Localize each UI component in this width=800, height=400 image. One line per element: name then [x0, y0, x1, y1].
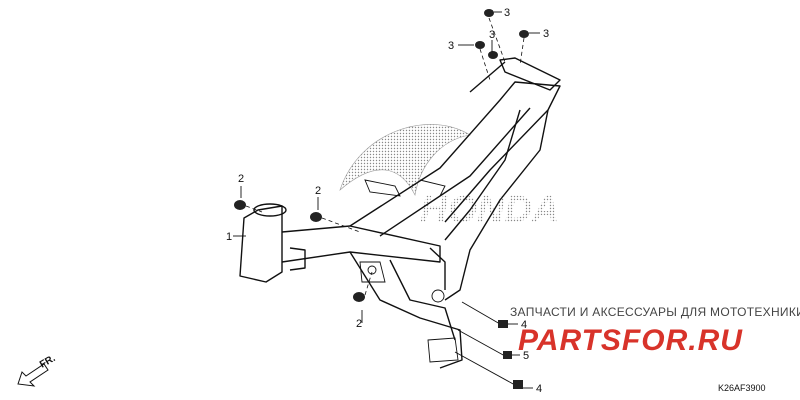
bolt-4b-shaft: [454, 351, 516, 386]
watermark-logo: PARTSFOR.RU: [518, 324, 743, 357]
bolt-4a-shaft: [461, 301, 501, 325]
callout-2: 2: [315, 185, 321, 197]
head-pipe: [239, 205, 283, 283]
callout-3: 3: [543, 28, 549, 40]
callout-5: 5: [523, 350, 529, 362]
engine-hanger: [389, 259, 456, 341]
nut-3a: [484, 9, 494, 17]
watermark-tagline: ЗАПЧАСТИ И АКСЕССУАРЫ ДЛЯ МОТОТЕХНИКИ: [510, 305, 800, 319]
site-watermark: ЗАПЧАСТИ И АКСЕССУАРЫ ДЛЯ МОТОТЕХНИКИ PA…: [510, 305, 800, 357]
nut-2a: [234, 200, 246, 210]
callout-3: 3: [504, 7, 510, 19]
bolts: [454, 301, 523, 389]
callout-4: 4: [536, 383, 542, 395]
main-spine: [349, 81, 561, 227]
rear-stay-inner: [444, 109, 521, 241]
callout-3: 3: [489, 29, 495, 41]
pivot-plate: [429, 247, 446, 290]
spine-inner: [379, 107, 531, 237]
bolt-5-head: [503, 351, 512, 359]
callout-1: 1: [226, 231, 232, 243]
mount-hole: [367, 265, 377, 275]
callouts: 1 2 2 2 3 3 3 3 4 4 5: [226, 7, 549, 395]
rear-subframe-top: [499, 57, 561, 91]
nut-3b: [475, 41, 485, 49]
rear-rail-left: [469, 61, 506, 93]
gusset: [289, 247, 306, 271]
nut-3c: [488, 51, 498, 59]
bolt-4b-head: [513, 380, 523, 389]
frame-body: [239, 57, 561, 369]
nut-3d: [519, 30, 529, 38]
brand-watermark: HONDA: [339, 124, 559, 231]
lower-cradle: [349, 251, 463, 369]
nuts: [234, 9, 529, 302]
bolt-5-shaft: [457, 329, 506, 357]
down-tube: [281, 225, 441, 263]
seat-stay: [444, 109, 549, 301]
callout-2: 2: [356, 318, 362, 330]
nut-2c: [353, 292, 365, 302]
pivot-hole: [431, 289, 445, 303]
front-label: FR.: [38, 353, 58, 371]
callout-2: 2: [238, 173, 244, 185]
callout-4: 4: [521, 319, 527, 331]
callout-3: 3: [448, 40, 454, 52]
bracket-lower: [427, 337, 459, 363]
leader-lines: [233, 11, 540, 389]
bolt-4a-head: [498, 320, 508, 328]
diagram-code: K26AF3900: [718, 383, 766, 393]
front-direction-indicator: FR.: [17, 353, 58, 387]
front-arrow-icon: [17, 363, 49, 387]
head-pipe-top: [253, 203, 287, 217]
bracket-upper: [364, 179, 401, 197]
bracket-side: [419, 179, 446, 197]
nut-2b: [310, 212, 322, 222]
brand-mark-text: HONDA: [420, 189, 559, 231]
assembly-guides: [245, 17, 525, 296]
bracket-mount: [359, 261, 386, 283]
